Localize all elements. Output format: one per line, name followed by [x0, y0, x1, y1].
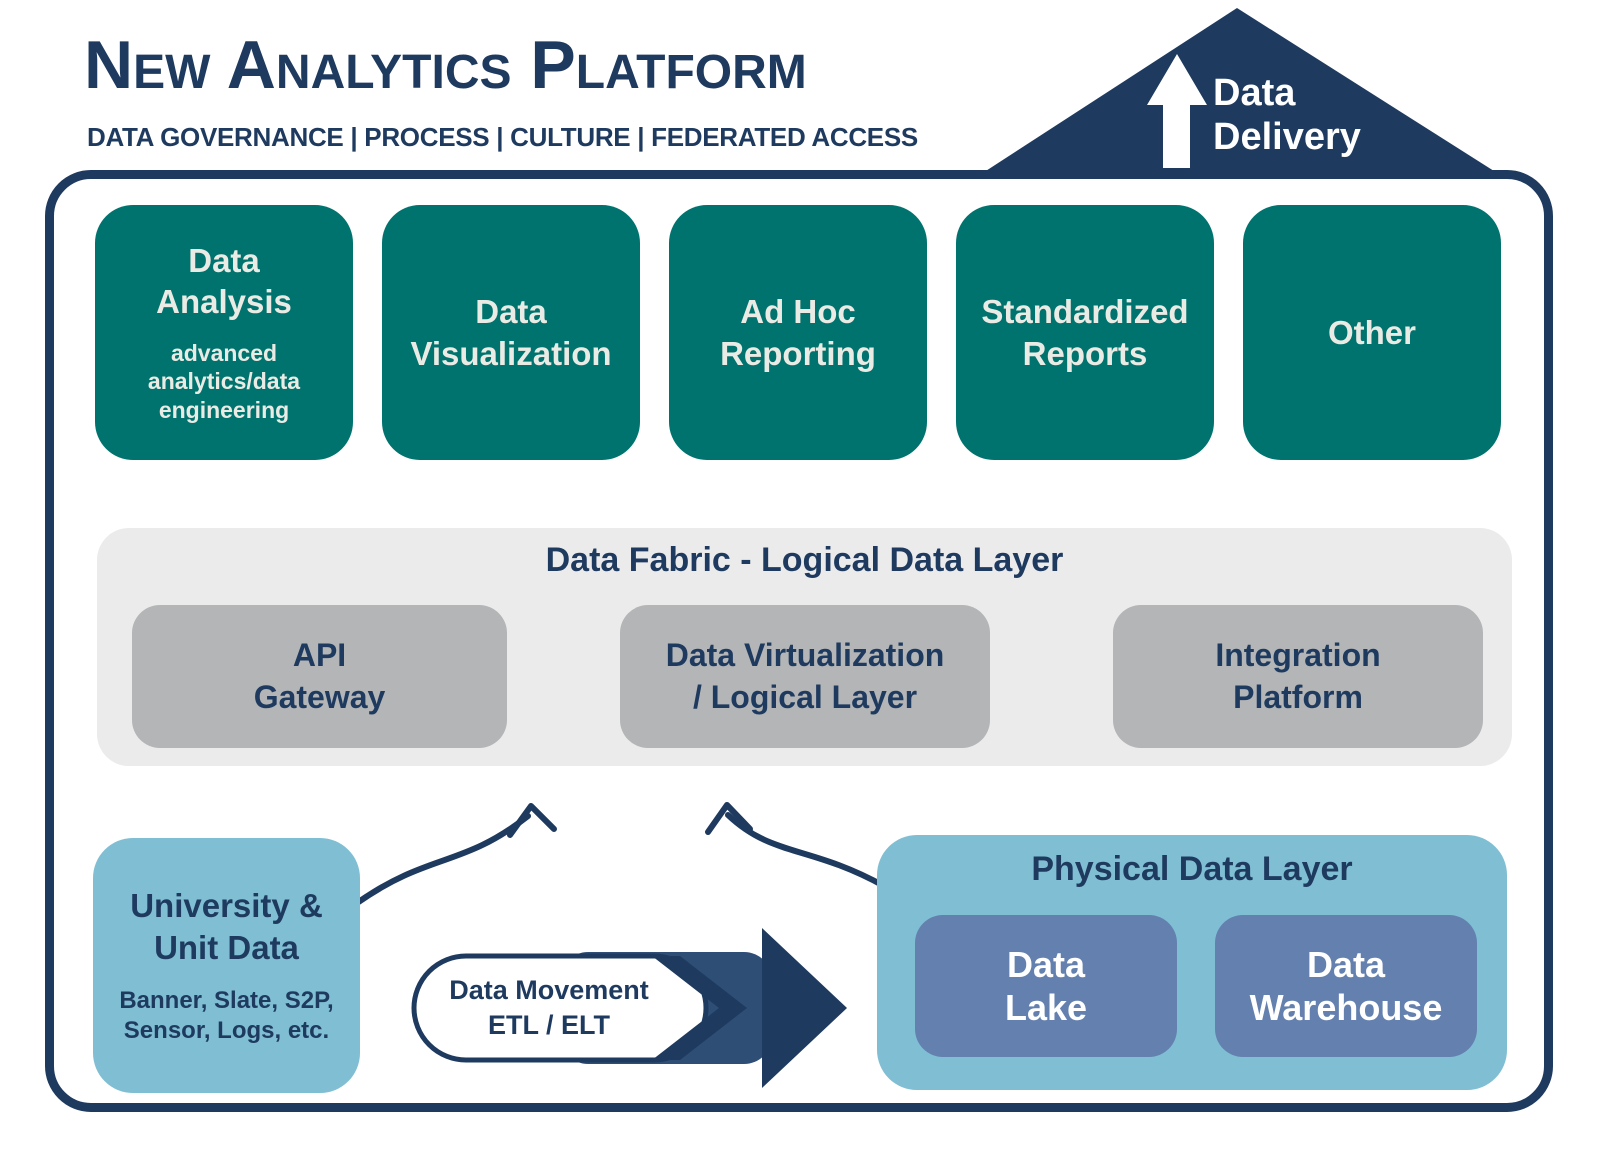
physical-data-layer-title: Physical Data Layer	[1031, 850, 1353, 888]
box-data-analysis: Data Analysis advanced analytics/data en…	[95, 205, 353, 460]
data-movement-label: Data Movement ETL / ELT	[449, 974, 649, 1040]
page-subtitle: DATA GOVERNANCE | PROCESS | CULTURE | FE…	[87, 122, 918, 152]
box-data-visualization: Data Visualization	[382, 205, 640, 460]
box-standardized-reports: Standardized Reports	[956, 205, 1214, 460]
university-unit-data-title: University & Unit Data	[130, 887, 323, 966]
box-data-analysis-title: Data Analysis	[156, 242, 292, 321]
box-standardized-reports-title: Standardized Reports	[981, 293, 1189, 372]
box-other: Other	[1243, 205, 1501, 460]
up-arrow-icon	[1147, 54, 1207, 168]
box-data-warehouse: Data Warehouse	[1215, 915, 1477, 1057]
university-unit-data-systems: Banner, Slate, S2P, Sensor, Logs, etc.	[119, 986, 334, 1044]
box-api-gateway: API Gateway	[132, 605, 507, 748]
box-data-visualization-title: Data Visualization	[410, 293, 612, 372]
page-title: New Analytics Platform	[84, 27, 807, 103]
box-university-unit-data: University & Unit Data Banner, Slate, S2…	[93, 838, 360, 1093]
box-ad-hoc-reporting-title: Ad Hoc Reporting	[720, 293, 876, 372]
box-ad-hoc-reporting: Ad Hoc Reporting	[669, 205, 927, 460]
box-integration-platform: Integration Platform	[1113, 605, 1483, 748]
data-fabric-title: Data Fabric - Logical Data Layer	[545, 541, 1064, 579]
box-other-title: Other	[1327, 313, 1416, 351]
box-data-analysis-subtitle: advanced analytics/data engineering	[147, 339, 301, 424]
box-data-virtualization: Data Virtualization / Logical Layer	[620, 605, 990, 748]
data-delivery-label: Data Delivery	[1213, 72, 1361, 158]
box-data-lake: Data Lake	[915, 915, 1177, 1057]
